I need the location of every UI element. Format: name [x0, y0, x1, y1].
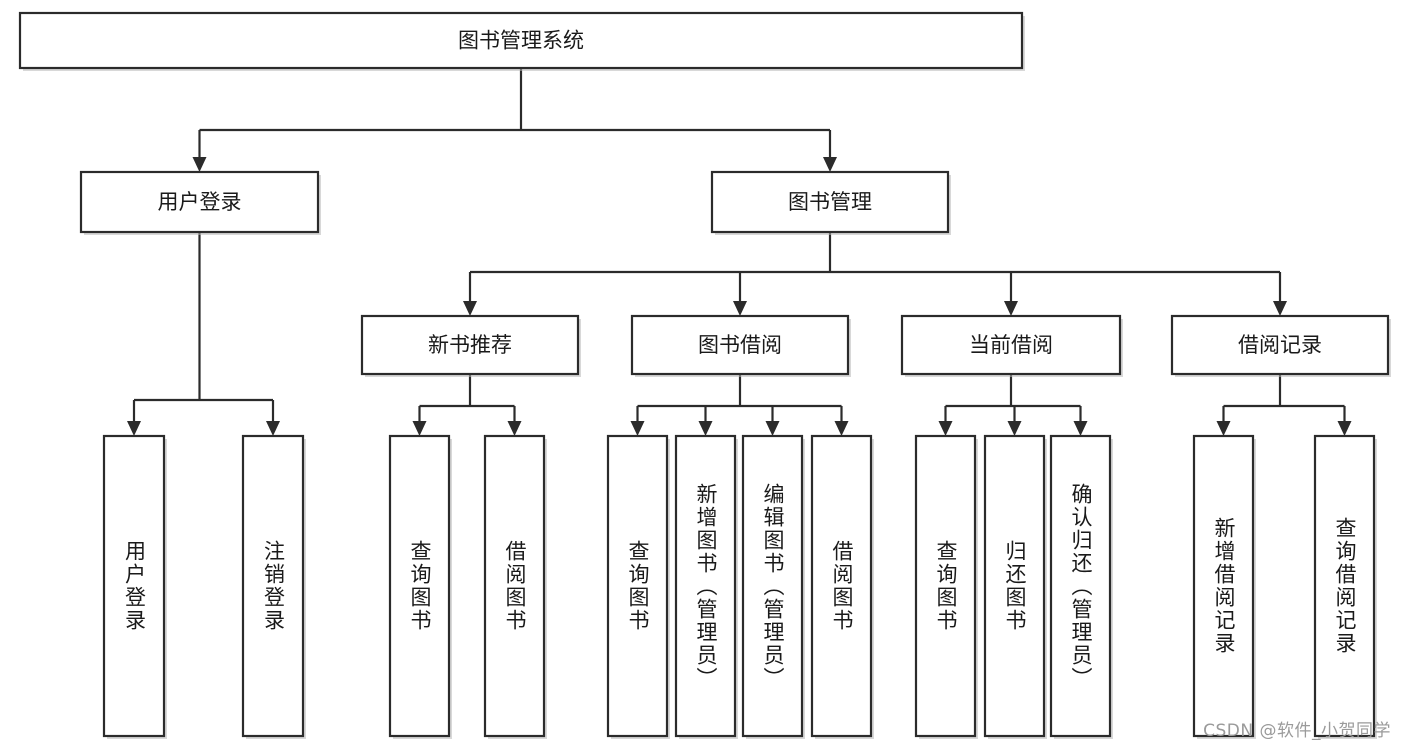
node-box-user-login[interactable] — [79, 170, 320, 234]
node-box-return-book[interactable] — [983, 434, 1046, 738]
node-box-book-borrow[interactable] — [630, 314, 850, 376]
node-label-new-book-recommend: 新书推荐 — [428, 333, 512, 357]
arrow-head — [834, 421, 849, 436]
arrow-head — [507, 421, 522, 436]
node-box-query-book-1[interactable] — [388, 434, 451, 738]
node-label-borrow-record: 借阅记录 — [1238, 333, 1322, 357]
node-box-root[interactable] — [18, 11, 1024, 70]
node-box-user-login-do[interactable] — [102, 434, 166, 738]
node-box-add-borrow-record[interactable] — [1192, 434, 1255, 738]
node-box-query-book-3[interactable] — [914, 434, 977, 738]
arrow-head — [733, 301, 747, 316]
connector-layer — [127, 68, 1352, 436]
node-label-book-borrow: 图书借阅 — [698, 333, 782, 357]
arrow-head — [1273, 301, 1287, 316]
arrow-head — [1004, 301, 1018, 316]
node-box-borrow-record[interactable] — [1170, 314, 1390, 376]
arrow-head — [1073, 421, 1088, 436]
arrow-head — [1337, 421, 1352, 436]
arrow-head — [765, 421, 780, 436]
arrow-head — [630, 421, 645, 436]
node-box-edit-book-admin[interactable] — [741, 434, 804, 738]
arrow-head — [412, 421, 427, 436]
arrow-head — [192, 157, 207, 172]
node-box-borrow-book-1[interactable] — [483, 434, 546, 738]
node-box-query-book-2[interactable] — [606, 434, 669, 738]
arrow-head — [938, 421, 953, 436]
arrow-head — [698, 421, 713, 436]
node-box-new-book-recommend[interactable] — [360, 314, 580, 376]
node-box-confirm-return-admin[interactable] — [1049, 434, 1112, 738]
node-box-add-book-admin[interactable] — [674, 434, 737, 738]
node-box-current-borrow[interactable] — [900, 314, 1122, 376]
node-box-query-borrow-record[interactable] — [1313, 434, 1376, 738]
arrow-head — [823, 157, 837, 172]
watermark: CSDN @软件_小贺同学 — [1203, 721, 1391, 741]
arrow-head — [127, 421, 141, 436]
node-box-book-management[interactable] — [710, 170, 950, 234]
arrow-head — [1007, 421, 1022, 436]
node-label-book-management: 图书管理 — [788, 190, 872, 214]
arrow-head — [463, 301, 477, 316]
node-box-borrow-book-2[interactable] — [810, 434, 873, 738]
node-label-user-login: 用户登录 — [158, 190, 242, 214]
node-label-current-borrow: 当前借阅 — [969, 333, 1053, 357]
arrow-head — [1216, 421, 1231, 436]
arrow-head — [266, 421, 280, 436]
box-layer — [18, 11, 1391, 739]
node-box-user-logout[interactable] — [241, 434, 305, 738]
node-label-root: 图书管理系统 — [458, 29, 584, 53]
